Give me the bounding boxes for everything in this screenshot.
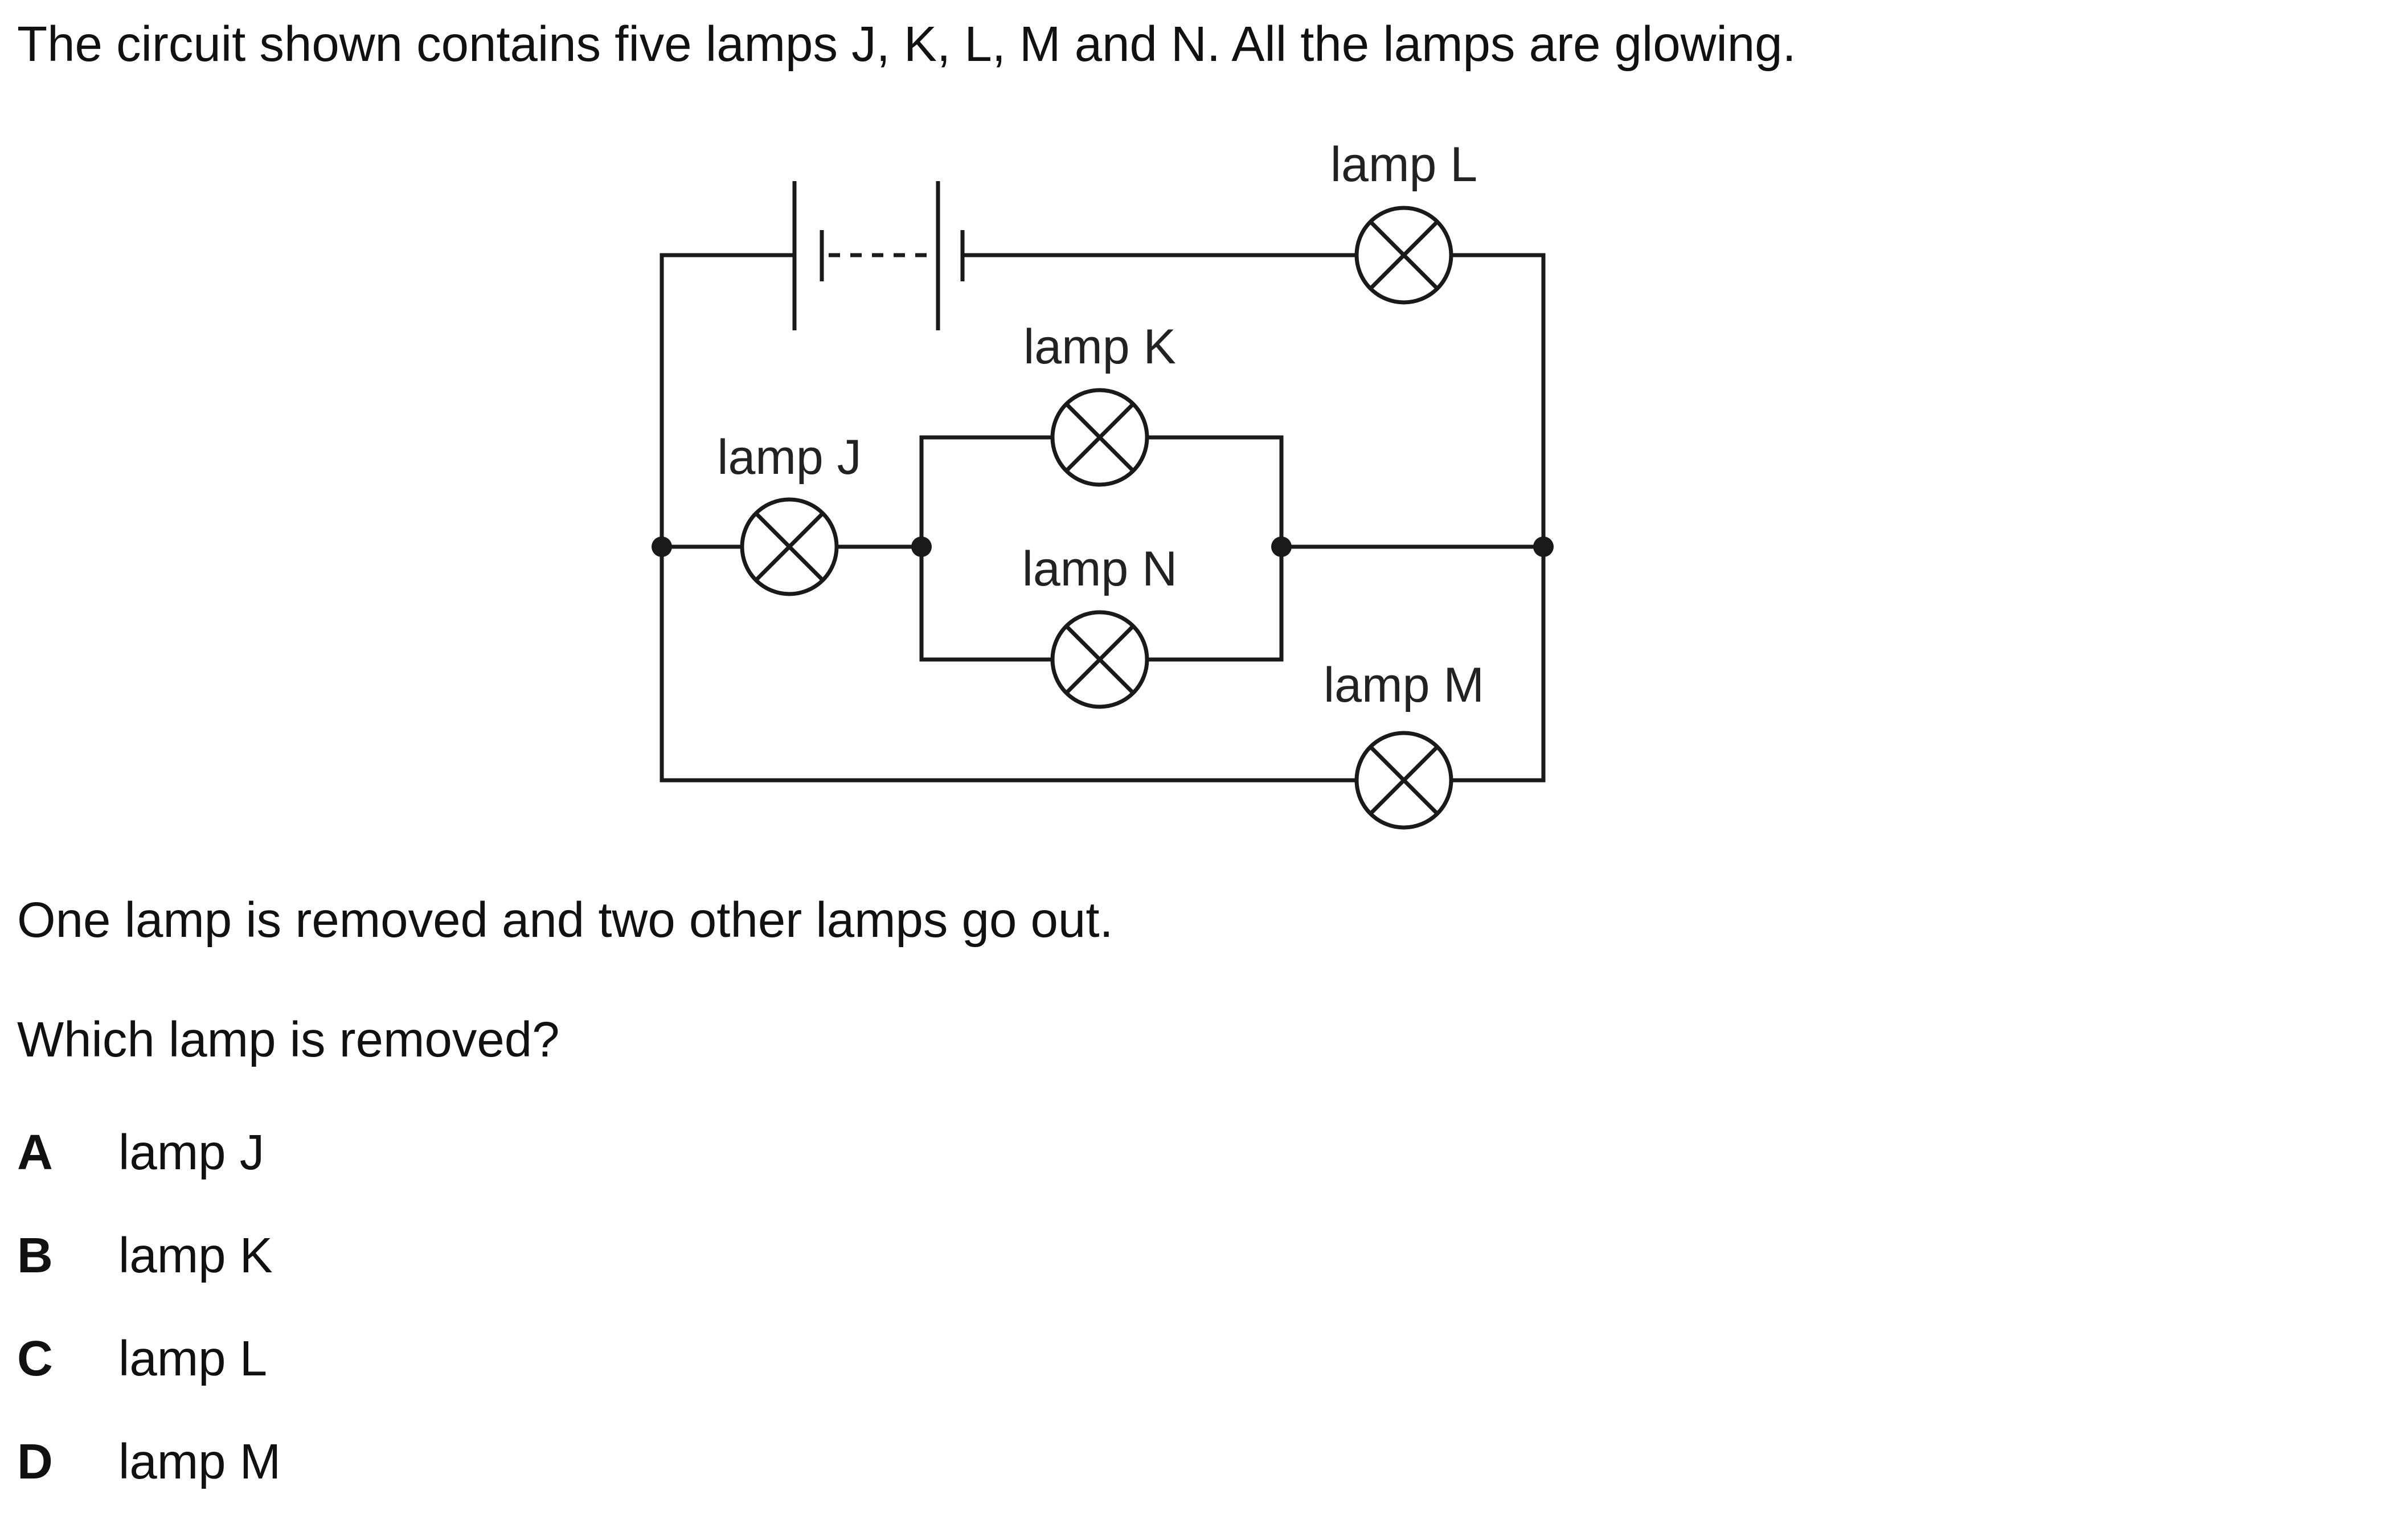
- lamp-l-label: lamp L: [1330, 137, 1477, 192]
- option-text: lamp K: [118, 1228, 273, 1283]
- question-statement: One lamp is removed and two other lamps …: [17, 892, 1113, 948]
- option-letter: C: [17, 1331, 53, 1386]
- lamp-k: [1050, 388, 1149, 487]
- option-text: lamp J: [118, 1125, 265, 1180]
- junction-j-right: [911, 536, 932, 557]
- lamp-l: [1354, 206, 1453, 305]
- question-intro: The circuit shown contains five lamps J,…: [17, 17, 1796, 72]
- junction-right: [1533, 536, 1554, 557]
- battery: [792, 181, 965, 330]
- option-c[interactable]: C lamp L: [17, 1334, 281, 1437]
- lamp-m: [1354, 731, 1453, 830]
- option-letter: A: [17, 1125, 53, 1180]
- option-letter: D: [17, 1434, 53, 1489]
- option-letter: B: [17, 1228, 53, 1283]
- bottom-branch-wires: [660, 544, 1546, 783]
- option-text: lamp L: [118, 1331, 268, 1386]
- option-d[interactable]: D lamp M: [17, 1437, 281, 1540]
- lamp-k-label: lamp K: [1023, 320, 1176, 374]
- lamp-j: [740, 497, 839, 596]
- answer-options: A lamp J B lamp K C lamp L D lamp M: [17, 1128, 281, 1540]
- option-a[interactable]: A lamp J: [17, 1128, 281, 1231]
- option-b[interactable]: B lamp K: [17, 1231, 281, 1334]
- question-prompt: Which lamp is removed?: [17, 1012, 560, 1067]
- lamp-n-label: lamp N: [1022, 542, 1177, 596]
- junction-left: [652, 536, 672, 557]
- option-text: lamp M: [118, 1434, 281, 1489]
- lamp-m-label: lamp M: [1324, 658, 1484, 712]
- junction-kn-right: [1271, 536, 1292, 557]
- lamp-n: [1050, 610, 1149, 709]
- lamp-j-label: lamp J: [717, 430, 861, 485]
